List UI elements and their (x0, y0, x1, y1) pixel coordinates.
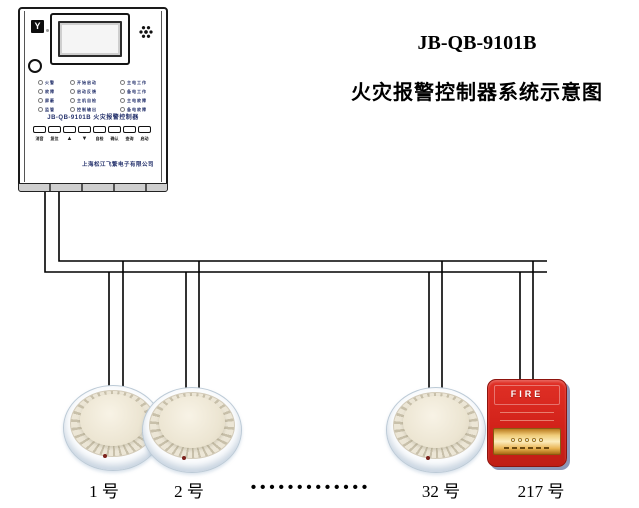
grille-dot-icon (518, 438, 522, 442)
led-indicator: 主电故障 (120, 97, 164, 103)
panel-button (108, 126, 121, 133)
diagram-title-block: JB-QB-9101B 火灾报警控制器系统示意图 (332, 32, 622, 105)
led-icon (120, 97, 125, 103)
led-indicator: 火警 (38, 79, 68, 85)
control-panel: Y 火警 开始启动 主电工作 故障 启动反馈 备电工作 屏蔽 主机自检 主电故障… (18, 7, 168, 192)
button-label: 查询 (125, 136, 134, 141)
led-icon (70, 88, 75, 94)
detector-led-icon (182, 456, 186, 460)
button-label: 消音 (35, 136, 44, 141)
bell-face-frame (494, 385, 560, 405)
led-icon (70, 79, 75, 85)
led-label: 开始启动 (77, 79, 97, 85)
led-icon (120, 106, 125, 112)
panel-button-row (33, 126, 151, 133)
fire-alarm-bell-217: FIRE (487, 379, 567, 467)
device-label-217: 217 号 (517, 482, 565, 501)
led-icon (70, 106, 75, 112)
grille-dot-icon (525, 438, 529, 442)
led-label: 屏蔽 (45, 97, 55, 103)
led-label: 故障 (45, 88, 55, 94)
smoke-detector-2 (142, 387, 242, 473)
led-label: 主电故障 (127, 97, 147, 103)
led-label: 启动反馈 (77, 88, 97, 94)
bell-gold-band (493, 428, 561, 455)
title-subtitle: 火灾报警控制器系统示意图 (351, 82, 603, 104)
smoke-detector-32 (386, 387, 486, 473)
grille-dot-icon (539, 438, 543, 442)
manufacturer-name: 上海松江飞繁电子有限公司 (81, 162, 154, 168)
detector-dome (159, 396, 225, 448)
title-model-number: JB-QB-9101B (417, 32, 537, 54)
detector-led-icon (103, 454, 107, 458)
led-indicator: 备电工作 (120, 88, 164, 94)
led-label: 备电工作 (127, 88, 147, 94)
led-label: 备电故障 (127, 106, 147, 112)
led-icon (38, 97, 43, 103)
down-arrow-icon: ▼ (81, 136, 88, 142)
led-indicator: 主电工作 (120, 79, 164, 85)
panel-button (93, 126, 106, 133)
panel-lock-button (28, 59, 42, 73)
led-icon (38, 88, 43, 94)
led-icon (70, 97, 75, 103)
led-icon (120, 79, 125, 85)
button-label: 自检 (95, 136, 104, 141)
fire-text-label: FIRE (510, 389, 544, 399)
detector-led-icon (426, 456, 430, 460)
led-icon (38, 106, 43, 112)
device-label-32: 32 号 (421, 482, 461, 501)
led-indicator: 主机自检 (70, 97, 118, 103)
led-indicator: 故障 (38, 88, 68, 94)
detector-dome (80, 394, 146, 446)
bell-fine-print (504, 447, 550, 449)
panel-button (48, 126, 61, 133)
led-label: 监管 (45, 106, 55, 112)
bell-seam-line (500, 412, 554, 413)
grille-dot-icon (511, 438, 515, 442)
bell-grille-dots (494, 438, 560, 442)
ellipsis-dots: ••••••••••••• (250, 479, 372, 496)
brand-logo-icon: Y (31, 20, 44, 33)
panel-bottom-strip (18, 183, 168, 192)
panel-button (33, 126, 46, 133)
led-indicator-grid: 火警 开始启动 主电工作 故障 启动反馈 备电工作 屏蔽 主机自检 主电故障 监… (38, 79, 164, 112)
led-icon (120, 88, 125, 94)
device-label-1: 1 号 (89, 482, 119, 501)
bell-seam-line (500, 420, 554, 421)
panel-model-label: JB-QB-9101B 火灾报警控制器 (47, 115, 139, 121)
led-indicator: 启动反馈 (70, 88, 118, 94)
device-label-2: 2 号 (174, 482, 204, 501)
led-label: 火警 (45, 79, 55, 85)
panel-button (138, 126, 151, 133)
panel-button (63, 126, 76, 133)
led-label: 主机自检 (77, 97, 97, 103)
grille-dot-icon (532, 438, 536, 442)
button-label: 复位 (50, 136, 59, 141)
led-indicator: 屏蔽 (38, 97, 68, 103)
panel-button (78, 126, 91, 133)
up-arrow-icon: ▲ (66, 136, 73, 142)
led-indicator: 监管 (38, 106, 68, 112)
led-label: 控制输出 (77, 106, 97, 112)
lcd-display (50, 13, 130, 65)
led-indicator: 开始启动 (70, 79, 118, 85)
button-label: 确认 (110, 136, 119, 141)
speaker-grille-icon (139, 25, 153, 39)
led-icon (38, 79, 43, 85)
panel-button-labels: 消音 复位 ▲ ▼ 自检 确认 查询 启动 (33, 136, 151, 142)
panel-button (123, 126, 136, 133)
led-indicator: 控制输出 (70, 106, 118, 112)
logo-subscript-dot (46, 29, 49, 32)
button-label: 启动 (140, 136, 149, 141)
detector-dome (403, 396, 469, 448)
led-indicator: 备电故障 (120, 106, 164, 112)
led-label: 主电工作 (127, 79, 147, 85)
lcd-screen (58, 21, 122, 57)
